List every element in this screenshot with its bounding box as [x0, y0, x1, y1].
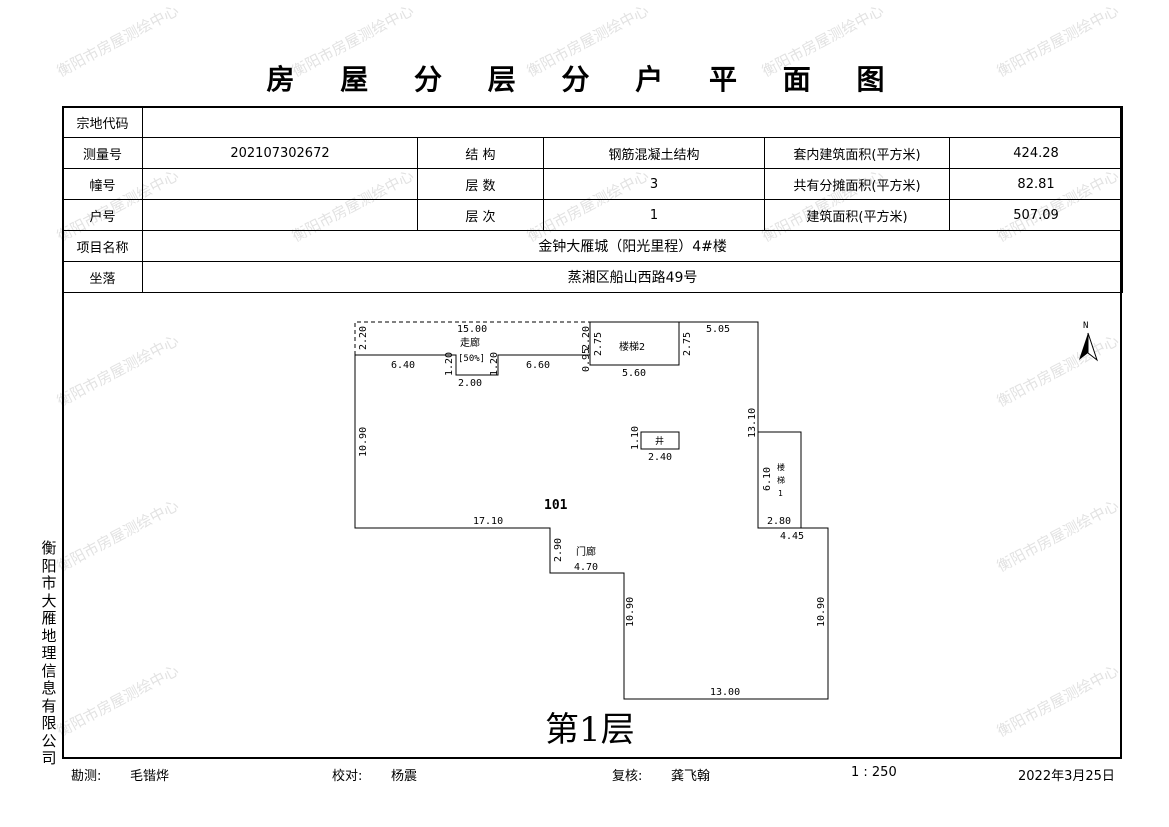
dimension-label: 2.75 [682, 332, 693, 356]
reviewer-name: 龚飞翰 [671, 769, 711, 784]
project-label: 项目名称 [62, 230, 143, 262]
building-outline [354, 321, 829, 700]
shaft-label: 井 [655, 435, 664, 447]
dimension-label: 4.70 [574, 562, 598, 573]
porch-label: 门廊 [576, 545, 596, 558]
floors-value: 3 [543, 168, 765, 200]
stair1-label: 梯 [777, 475, 785, 485]
unit-no-value [142, 199, 418, 231]
table-row: 户号 层 次 1 建筑面积(平方米) 507.09 [62, 199, 1124, 231]
building-no-label: 幢号 [62, 168, 143, 200]
room-number: 101 [544, 498, 568, 513]
parcel-code-value [141, 106, 1124, 138]
building-area-value: 507.09 [948, 199, 1124, 231]
floor-level-label: 层 次 [417, 199, 544, 231]
dimension-label: 15.00 [457, 324, 487, 335]
building-area-label: 建筑面积(平方米) [764, 199, 950, 231]
stair2-outline [589, 321, 680, 366]
inner-area-label: 套内建筑面积(平方米) [764, 137, 950, 169]
floor-level-value: 1 [543, 199, 765, 231]
dimension-label: 6.60 [526, 360, 550, 371]
reviewer-label: 复核: [612, 769, 643, 784]
dimension-label: 2.00 [458, 378, 482, 389]
dimension-label: 6.10 [762, 467, 773, 491]
dimension-label: 2.75 [593, 332, 604, 356]
dimension-label: 10.90 [358, 427, 369, 457]
shared-area-value: 82.81 [948, 168, 1124, 200]
structure-label: 结 构 [417, 137, 544, 169]
dimension-label: 10.90 [625, 597, 636, 627]
dimension-label: 17.10 [473, 516, 503, 527]
company-name: 衡阳市大雁地理信息有限公司 [41, 539, 57, 767]
floors-label: 层 数 [417, 168, 544, 200]
stair1-label: 1 [778, 489, 783, 498]
dimension-label: 4.45 [780, 531, 804, 542]
dimension-label: 2.90 [553, 538, 564, 562]
table-row: 宗地代码 [62, 106, 1124, 138]
table-row: 幢号 层 数 3 共有分摊面积(平方米) 82.81 [62, 168, 1124, 200]
checker-label: 校对: [332, 769, 363, 784]
north-arrow-icon: N [1079, 321, 1098, 362]
unit-no-label: 户号 [62, 199, 143, 231]
structure-value: 钢筋混凝土结构 [543, 137, 765, 169]
parcel-code-label: 宗地代码 [62, 106, 143, 138]
survey-no-label: 测量号 [62, 137, 143, 169]
dimension-label: 13.10 [747, 408, 758, 438]
dimension-label: 2.40 [648, 452, 672, 463]
shaft-outline [640, 431, 680, 450]
info-table: 宗地代码 测量号 202107302672 结 构 钢筋混凝土结构 套内建筑面积… [62, 106, 1124, 293]
dimension-label: 2.20 [581, 326, 592, 350]
dimension-label: 2.20 [358, 326, 369, 350]
dimension-label: 1.20 [489, 352, 500, 376]
stair1-outline [758, 431, 802, 528]
table-row: 项目名称 金钟大雁城（阳光里程）4#楼 [62, 230, 1124, 262]
surveyor-name: 毛锴烨 [130, 769, 170, 784]
corridor-label: 走廊 [460, 336, 480, 349]
stair2-label: 楼梯2 [619, 340, 645, 353]
location-label: 坐落 [62, 261, 143, 293]
inner-area-value: 424.28 [948, 137, 1124, 169]
dimension-label: 5.05 [706, 324, 730, 335]
shared-area-label: 共有分摊面积(平方米) [764, 168, 950, 200]
stair1-label: 楼 [777, 462, 785, 472]
dimension-label: 10.90 [816, 597, 827, 627]
dimension-label: 1.10 [630, 426, 641, 450]
north-label: N [1083, 321, 1088, 331]
page-title: 房 屋 分 层 分 户 平 面 图 [266, 63, 903, 96]
dimension-label: 0.95 [581, 348, 592, 372]
table-row: 测量号 202107302672 结 构 钢筋混凝土结构 套内建筑面积(平方米)… [62, 137, 1124, 169]
floor-plan: N 101 走廊 [50%] 楼梯2 楼 梯 1 井 门廊 15.00 6.40… [354, 321, 1098, 750]
location-value: 蒸湘区船山西路49号 [141, 261, 1124, 293]
floor-caption: 第1层 [545, 710, 635, 750]
project-value: 金钟大雁城（阳光里程）4#楼 [141, 230, 1124, 262]
dimension-label: 13.00 [710, 687, 740, 698]
building-no-value [142, 168, 418, 200]
scale-text: 1 : 250 [851, 765, 897, 780]
corridor-share: [50%] [458, 354, 485, 364]
surveyor-label: 勘测: [71, 769, 102, 784]
dimension-label: 1.20 [444, 352, 455, 376]
survey-no-value: 202107302672 [142, 137, 418, 169]
corridor-outline [354, 321, 590, 355]
table-row: 坐落 蒸湘区船山西路49号 [62, 261, 1124, 293]
dimension-label: 2.80 [767, 516, 791, 527]
dimension-label: 6.40 [391, 360, 415, 371]
date-text: 2022年3月25日 [1018, 769, 1115, 784]
dimension-label: 5.60 [622, 368, 646, 379]
checker-name: 杨震 [391, 769, 418, 784]
